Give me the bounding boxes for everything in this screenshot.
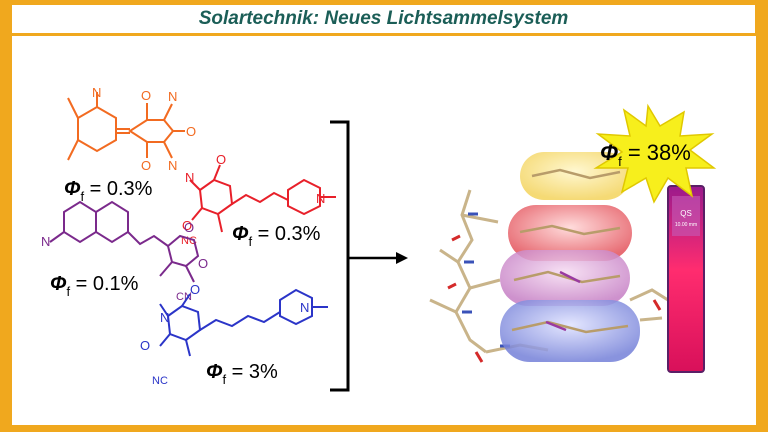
orange-bond: [67, 97, 79, 119]
phi-subscript: f: [66, 284, 70, 299]
molecular-assembly: QS 10.00 mm Φf = 38%: [429, 103, 717, 373]
blue-o-label: O: [190, 282, 200, 297]
blue-bond: [181, 293, 191, 307]
orange-n-label: N: [168, 158, 177, 173]
dye-sticks: [511, 168, 629, 334]
purple-bond: [185, 265, 195, 283]
phi-subscript: f: [248, 234, 252, 249]
blue-bond: [185, 339, 191, 357]
purple-o-label: O: [198, 256, 208, 271]
blue-n-label: N: [300, 300, 309, 315]
blue-n-label: N: [160, 310, 169, 325]
purple-bond: [159, 261, 173, 277]
page-title: Solartechnik: Neues Lichtsammelsystem: [198, 8, 569, 29]
yield-value: = 0.3%: [252, 223, 321, 245]
purple-quinoline-ring-b: [95, 200, 129, 244]
blue-bond: [159, 333, 171, 347]
red-polyene-chain: [231, 191, 289, 205]
orange-o-label: O: [141, 158, 151, 173]
blue-atom-labels: N O O NC N: [140, 282, 309, 387]
purple-atom-labels: N O O CN: [41, 220, 208, 303]
purple-n-label: N: [41, 234, 50, 249]
orange-barbiturate-ring: [128, 119, 175, 143]
cuvette-sublabel: 10.00 mm: [675, 222, 697, 228]
red-o-label: O: [182, 218, 192, 233]
blue-pyridinium-ring: [279, 288, 313, 326]
orange-n-label: N: [92, 85, 101, 100]
figure-panel: [12, 36, 756, 425]
yield-value: = 0.3%: [84, 178, 153, 200]
molecule-red: [189, 164, 336, 233]
orange-quantum-yield: Φf = 0.3%: [64, 178, 153, 204]
yield-value: = 3%: [226, 361, 278, 383]
grouping-bracket: [330, 120, 350, 392]
red-bond: [189, 179, 201, 191]
blue-polyene-chain: [199, 311, 281, 331]
cuvette-label: QS: [680, 209, 692, 218]
orange-bond: [163, 141, 173, 159]
oxygen-atoms: [447, 234, 662, 363]
blue-nc-label: NC: [152, 375, 168, 387]
red-n-label: N: [316, 191, 325, 206]
phi-subscript: f: [222, 372, 226, 387]
phi-symbol: Φ: [600, 140, 618, 165]
red-n-label: N: [185, 170, 194, 185]
phi-symbol: Φ: [206, 361, 223, 383]
phi-symbol: Φ: [50, 273, 67, 295]
purple-quinoline-ring-a: [63, 200, 97, 244]
orange-o-label: O: [186, 124, 196, 139]
phi-subscript: f: [80, 189, 84, 204]
orange-o-label: O: [141, 88, 151, 103]
cuvette-label-area: [672, 196, 700, 236]
purple-bond: [49, 231, 65, 243]
red-o-label: O: [216, 152, 226, 167]
orange-n-label: N: [168, 89, 177, 104]
fluorescence-burst: [593, 103, 717, 204]
red-quantum-yield: Φf = 0.3%: [232, 223, 321, 249]
molecule-orange: [67, 92, 185, 161]
orange-bond: [67, 139, 79, 161]
molecule-blue: [159, 288, 328, 357]
blue-dye-blob: [500, 300, 640, 362]
yield-value: = 0.1%: [70, 273, 139, 295]
purple-cn-label: CN: [176, 291, 192, 303]
orange-bond: [163, 103, 173, 121]
assembly-quantum-yield: Φf = 38%: [600, 140, 691, 169]
red-dye-blob: [508, 205, 632, 261]
red-bond: [191, 207, 203, 221]
yield-value: = 38%: [622, 140, 691, 165]
red-pyridinium-ring: [287, 178, 321, 216]
phi-symbol: Φ: [64, 178, 81, 200]
blue-quantum-yield: Φf = 3%: [206, 361, 278, 387]
orange-pyridine-ring: [77, 105, 117, 153]
phi-symbol: Φ: [232, 223, 249, 245]
blue-pyridone-ring: [166, 304, 202, 342]
purple-polyene-chain: [127, 231, 169, 247]
blue-bond: [159, 303, 169, 317]
molecule-purple: [49, 200, 200, 283]
phi-subscript: f: [618, 154, 622, 169]
dye-highlight-sticks: [545, 270, 581, 332]
purple-o-label: O: [184, 220, 194, 235]
reaction-arrow-head: [396, 252, 408, 264]
red-bond: [213, 164, 221, 181]
purple-quantum-yield: Φf = 0.1%: [50, 273, 139, 299]
red-pyridone-ring: [198, 178, 234, 216]
title-bar: Solartechnik: Neues Lichtsammelsystem: [12, 5, 755, 33]
orange-atom-labels: N O O O N N: [92, 85, 196, 173]
red-bond: [217, 213, 223, 233]
blue-o-label: O: [140, 338, 150, 353]
